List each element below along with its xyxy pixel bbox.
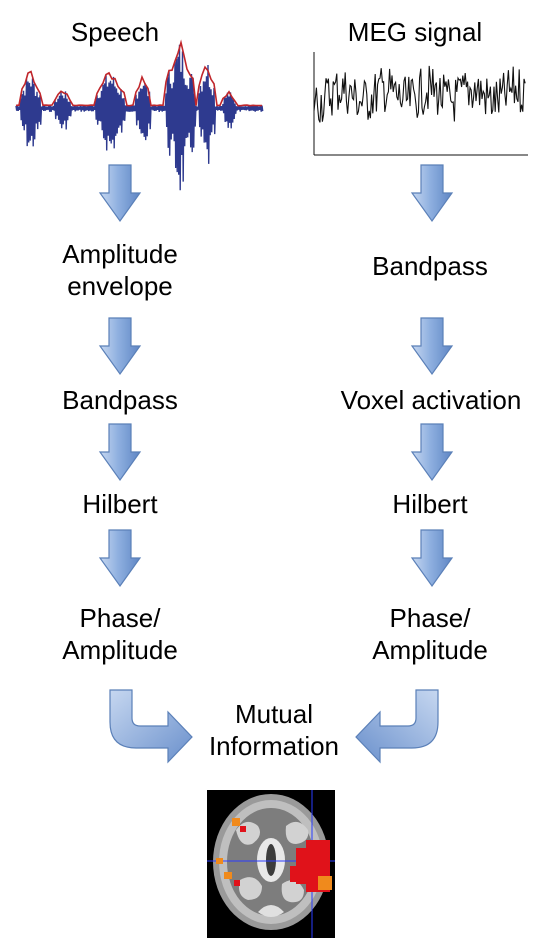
down-arrow-icon bbox=[410, 164, 454, 223]
down-arrow-icon bbox=[98, 164, 142, 223]
brain-scan-image bbox=[207, 790, 335, 938]
speech-title: Speech bbox=[70, 17, 160, 47]
right-step-voxel-activation: Voxel activation bbox=[340, 385, 522, 415]
meg-signal-plot bbox=[313, 52, 528, 156]
down-arrow-icon bbox=[98, 423, 142, 482]
right-step-hilbert: Hilbert bbox=[392, 489, 468, 519]
down-arrow-icon bbox=[410, 529, 454, 588]
meg-signal-title: MEG signal bbox=[347, 17, 483, 47]
down-arrow-icon bbox=[410, 423, 454, 482]
down-arrow-icon bbox=[410, 317, 454, 376]
left-step-phase-amplitude: Phase/Amplitude bbox=[62, 603, 178, 665]
left-step-bandpass: Bandpass bbox=[62, 385, 178, 415]
right-step-bandpass: Bandpass bbox=[372, 251, 488, 281]
curved-arrow-right-icon bbox=[109, 689, 193, 764]
curved-arrow-left-icon bbox=[355, 689, 439, 764]
speech-waveform-image bbox=[15, 39, 264, 191]
left-step-hilbert: Hilbert bbox=[82, 489, 158, 519]
down-arrow-icon bbox=[98, 317, 142, 376]
down-arrow-icon bbox=[98, 529, 142, 588]
right-step-phase-amplitude: Phase/Amplitude bbox=[372, 603, 488, 665]
